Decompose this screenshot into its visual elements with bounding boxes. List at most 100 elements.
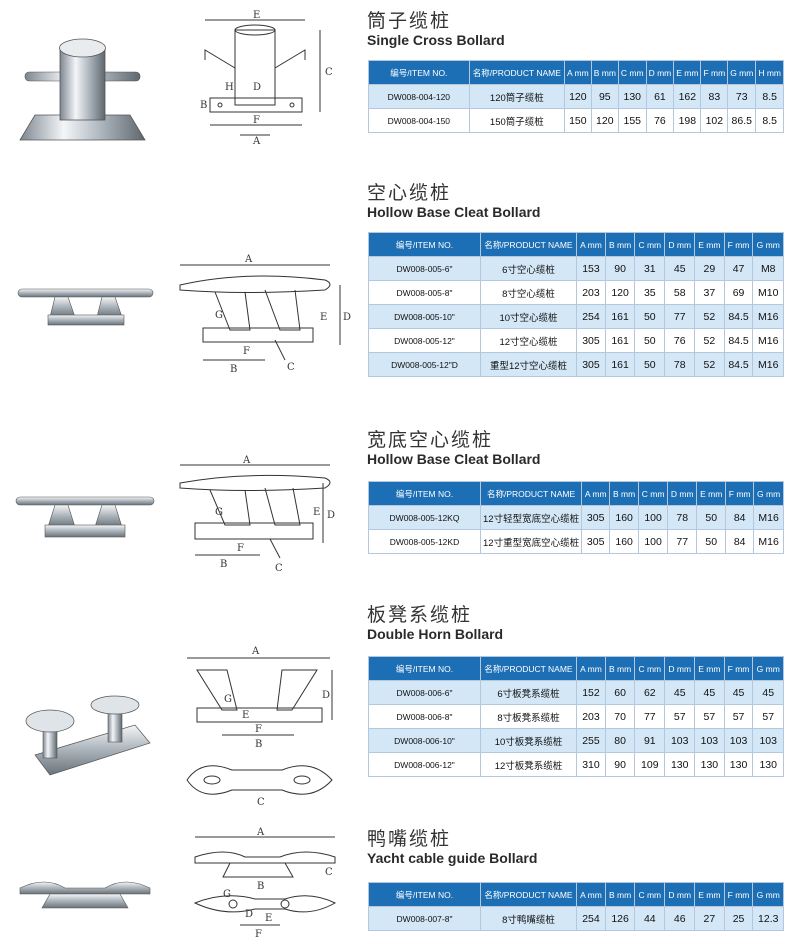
product-photo-wide-hollow-base-cleat: [15, 496, 155, 538]
dimension-cell: M16: [752, 352, 784, 377]
dimension-cell: 254: [576, 304, 606, 329]
dimension-cell: 100: [637, 529, 669, 554]
technical-drawing-yacht-cable-guide: A C B G D E F: [193, 827, 337, 940]
section-double-horn-bollard: A D G E F B C 板凳系缆桩 Double Horn Bollard …: [0, 600, 800, 820]
product-name-cell: 12寸板凳系缆桩: [480, 752, 577, 777]
dimension-cell: 8.5: [755, 108, 784, 133]
section-title-en: Hollow Base Cleat Bollard: [367, 451, 541, 467]
dimension-cell: M16: [753, 529, 784, 554]
section-title-zh: 宽底空心缆桩: [367, 429, 494, 451]
section-title-zh: 板凳系缆桩: [367, 604, 473, 626]
dimension-cell: 84: [725, 529, 755, 554]
dimension-cell: 80: [604, 728, 636, 753]
item-number-cell: DW008-004-150: [368, 108, 470, 133]
dimension-cell: 305: [581, 505, 611, 530]
dimension-cell: 103: [664, 728, 696, 753]
drawing-label: G: [223, 889, 231, 900]
product-name-cell: 6寸板凳系缆桩: [480, 680, 577, 705]
dimension-cell: 84.5: [723, 328, 754, 353]
dimension-cell: 153: [576, 256, 606, 281]
dimension-cell: 69: [723, 280, 754, 305]
dimension-cell: 57: [752, 704, 784, 729]
table-header-cell: B mm: [590, 60, 619, 85]
dimension-cell: 31: [634, 256, 666, 281]
table-header-cell: C mm: [637, 481, 669, 506]
dimension-cell: 76: [645, 108, 675, 133]
technical-drawing-wide-hollow-base-cleat: A G D E B F C: [179, 455, 335, 574]
dimension-cell: 162: [673, 84, 702, 109]
drawing-label: D: [253, 82, 261, 93]
section-single-cross-bollard: E C H D F A B 筒子缆桩 Single Cross Bollard …: [0, 0, 800, 170]
product-name-cell: 8寸鸭嘴缆桩: [480, 906, 577, 931]
dimension-cell: 91: [634, 728, 666, 753]
dimension-cell: 77: [634, 704, 666, 729]
dimension-cell: 50: [634, 328, 666, 353]
product-name-cell: 12寸轻型宽底空心缆桩: [479, 505, 583, 530]
drawing-label: B: [220, 559, 227, 570]
table-header-cell: G mm: [753, 481, 784, 506]
dimension-cell: 45: [723, 680, 754, 705]
table-header-cell: A mm: [576, 656, 606, 681]
table-header-cell: 编号/ITEM NO.: [368, 882, 481, 907]
item-number-cell: DW008-007-8": [368, 906, 481, 931]
table-header-cell: 名称/PRODUCT NAME: [479, 481, 583, 506]
table-header-cell: D mm: [645, 60, 675, 85]
drawing-label: F: [255, 724, 262, 735]
dimension-cell: 305: [576, 328, 606, 353]
dimension-cell: M16: [753, 505, 784, 530]
product-name-cell: 12寸重型宽底空心缆桩: [479, 529, 583, 554]
drawing-label: C: [257, 797, 265, 808]
drawing-label: F: [253, 115, 260, 126]
table-header-cell: C mm: [634, 656, 666, 681]
drawing-label: E: [253, 10, 260, 21]
item-number-cell: DW008-006-8": [368, 704, 481, 729]
item-number-cell: DW008-005-12KQ: [368, 505, 481, 530]
dimension-cell: 77: [667, 529, 698, 554]
dimension-cell: 37: [694, 280, 725, 305]
technical-drawing-hollow-base-cleat: A G E D B F C: [179, 254, 351, 375]
dimension-cell: 84: [725, 505, 755, 530]
dimension-cell: 52: [694, 352, 725, 377]
drawing-label: E: [265, 913, 272, 924]
item-number-cell: DW008-005-12KD: [368, 529, 481, 554]
table-header-cell: 编号/ITEM NO.: [368, 481, 481, 506]
table-header-cell: E mm: [694, 656, 725, 681]
table-header-cell: F mm: [723, 882, 754, 907]
drawing-label: G: [224, 694, 232, 705]
dimension-cell: 90: [604, 256, 636, 281]
dimension-cell: M16: [752, 304, 784, 329]
dimension-cell: 305: [576, 352, 606, 377]
drawing-label: G: [215, 310, 223, 321]
table-header-cell: E mm: [694, 882, 725, 907]
dimension-cell: 60: [604, 680, 636, 705]
drawing-label: F: [255, 929, 262, 940]
dimension-cell: 12.3: [752, 906, 784, 931]
drawing-label: A: [242, 455, 251, 466]
table-header-cell: B mm: [604, 882, 636, 907]
dimension-cell: 45: [664, 680, 696, 705]
dimension-cell: 198: [673, 108, 702, 133]
drawing-label: B: [257, 881, 264, 892]
dimension-cell: 29: [694, 256, 725, 281]
dimension-cell: 130: [664, 752, 696, 777]
table-header-cell: C mm: [617, 60, 647, 85]
table-header-cell: D mm: [664, 882, 696, 907]
dimension-cell: 109: [634, 752, 666, 777]
drawing-label: F: [243, 346, 250, 357]
table-header-cell: B mm: [604, 656, 636, 681]
section-yacht-cable-guide-bollard: A C B G D E F 鸭嘴缆桩 Yacht cable guide Bol…: [0, 820, 800, 944]
table-header-cell: A mm: [581, 481, 611, 506]
dimension-cell: 8.5: [755, 84, 784, 109]
dimension-cell: 152: [576, 680, 606, 705]
dimension-cell: 57: [664, 704, 696, 729]
drawing-label: A: [244, 254, 253, 265]
